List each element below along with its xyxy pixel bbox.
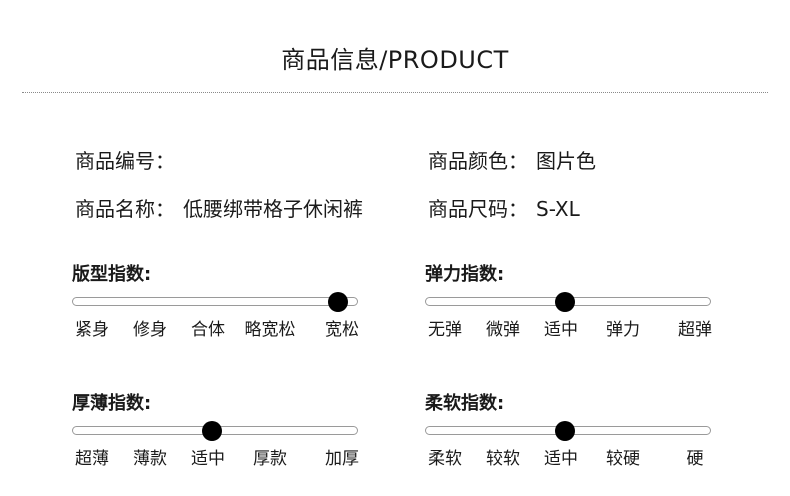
item-no-label: 商品编号： — [75, 149, 175, 173]
slider-option: 修身 — [133, 320, 167, 340]
slider-option: 较硬 — [606, 449, 640, 469]
slider-option: 超薄 — [75, 449, 109, 469]
slider-option: 较软 — [486, 449, 520, 469]
slider-options: 柔软 较软 适中 较硬 硬 — [425, 444, 715, 469]
slider-options: 超薄 薄款 适中 厚款 加厚 — [72, 444, 362, 469]
item-name-label: 商品名称： — [75, 197, 175, 221]
slider-knob[interactable] — [555, 292, 575, 312]
slider-option: 柔软 — [428, 449, 462, 469]
slider-option: 微弹 — [486, 320, 520, 340]
slider-knob[interactable] — [202, 421, 222, 441]
slider-option: 合体 — [191, 320, 225, 340]
size-label: 商品尺码： — [428, 197, 528, 221]
slider-knob[interactable] — [328, 292, 348, 312]
slider-option: 紧身 — [75, 320, 109, 340]
slider-option: 超弹 — [678, 320, 712, 340]
slider-option: 宽松 — [325, 320, 359, 340]
slider-option: 硬 — [686, 449, 704, 469]
softness-index-label: 柔软指数: — [425, 393, 505, 414]
slider-option: 适中 — [544, 320, 578, 340]
dotted-divider — [22, 92, 768, 93]
slider-option: 无弹 — [428, 320, 462, 340]
slider-knob[interactable] — [555, 421, 575, 441]
slider-option: 薄款 — [133, 449, 167, 469]
info-size: 商品尺码： S-XL — [428, 193, 580, 222]
color-label: 商品颜色： — [428, 149, 528, 173]
info-item-no: 商品编号： — [75, 145, 183, 174]
slider-option: 厚款 — [253, 449, 287, 469]
elasticity-index-label: 弹力指数: — [425, 264, 505, 285]
slider-option: 弹力 — [606, 320, 640, 340]
slider-track — [72, 297, 358, 306]
fit-index-label: 版型指数: — [72, 264, 152, 285]
slider-option: 适中 — [544, 449, 578, 469]
slider-options: 紧身 修身 合体 略宽松 宽松 — [72, 315, 362, 340]
slider-option: 适中 — [191, 449, 225, 469]
thickness-index-label: 厚薄指数: — [72, 393, 152, 414]
slider-option: 加厚 — [325, 449, 359, 469]
info-color: 商品颜色： 图片色 — [428, 145, 596, 174]
item-name-value: 低腰绑带格子休闲裤 — [183, 197, 363, 221]
info-item-name: 商品名称： 低腰绑带格子休闲裤 — [75, 193, 363, 222]
page-title: 商品信息/PRODUCT — [281, 46, 509, 74]
slider-options: 无弹 微弹 适中 弹力 超弹 — [425, 315, 715, 340]
size-value: S-XL — [536, 197, 580, 221]
color-value: 图片色 — [536, 149, 596, 173]
slider-option: 略宽松 — [244, 320, 296, 340]
